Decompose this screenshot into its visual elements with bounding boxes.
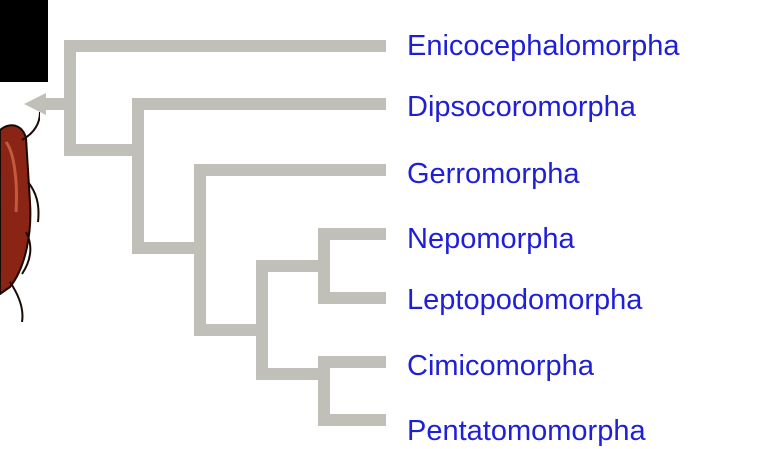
branch-nepomorpha [318, 228, 386, 240]
branch-cimicomorpha [318, 356, 386, 368]
node-2-vertical [132, 98, 144, 254]
insect-illustration [0, 111, 40, 322]
node-3-vertical [194, 164, 206, 336]
taxon-link-leptopodomorpha[interactable]: Leptopodomorpha [407, 284, 643, 316]
taxon-link-cimicomorpha[interactable]: Cimicomorpha [407, 350, 594, 382]
node-6-vertical [318, 356, 330, 426]
branch-enicocephalomorpha [64, 40, 386, 52]
node-2-to-node-3 [132, 242, 200, 254]
back-arrow-icon[interactable] [24, 93, 46, 115]
node-5-vertical [318, 228, 330, 304]
node-4-upper-arm [256, 260, 324, 272]
taxon-link-pentatomomorpha[interactable]: Pentatomomorpha [407, 415, 646, 447]
node-4-vertical [256, 260, 268, 380]
taxon-link-enicocephalomorpha[interactable]: Enicocephalomorpha [407, 30, 680, 62]
branch-leptopodomorpha [318, 292, 386, 304]
node-1-vertical [64, 40, 76, 156]
branch-dipsocoromorpha [132, 98, 386, 110]
node-4-lower-arm [256, 368, 324, 380]
branch-gerromorpha [194, 164, 386, 176]
taxon-link-gerromorpha[interactable]: Gerromorpha [407, 158, 580, 190]
node-1-to-node-2 [64, 144, 138, 156]
taxon-link-nepomorpha[interactable]: Nepomorpha [407, 223, 575, 255]
taxon-link-dipsocoromorpha[interactable]: Dipsocoromorpha [407, 91, 636, 123]
header-black-block [0, 0, 48, 82]
branch-pentatomomorpha [318, 414, 386, 426]
node-3-to-node-4 [194, 324, 262, 336]
